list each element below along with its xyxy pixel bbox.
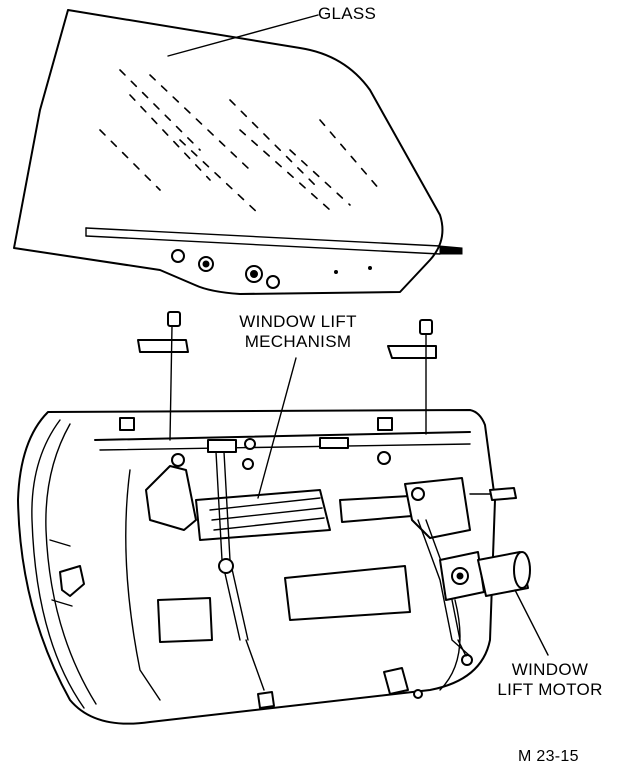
window-lift-mechanism	[145, 437, 471, 657]
loose-fasteners	[245, 487, 517, 709]
window-lift-mechanism-label: WINDOW LIFT MECHANISM	[218, 312, 378, 352]
window-lift-motor	[439, 551, 531, 601]
motor-leader-line	[514, 589, 549, 656]
upper-brackets	[137, 311, 437, 441]
glass-label: GLASS	[318, 4, 377, 23]
window-lift-mechanism-label-line2: MECHANISM	[244, 332, 352, 351]
glass-panel	[13, 9, 463, 295]
figure-number: M 23-15	[518, 748, 579, 765]
window-lift-mechanism-label-line1: WINDOW LIFT	[239, 312, 357, 331]
window-lift-motor-label-line2: LIFT MOTOR	[497, 680, 603, 699]
window-lift-motor-label: WINDOW LIFT MOTOR	[476, 660, 624, 700]
mechanism-leader-line	[257, 357, 297, 499]
window-lift-motor-label-line1: WINDOW	[511, 660, 589, 679]
door-inner-panel	[17, 409, 496, 725]
glass-leader-line	[167, 14, 319, 57]
